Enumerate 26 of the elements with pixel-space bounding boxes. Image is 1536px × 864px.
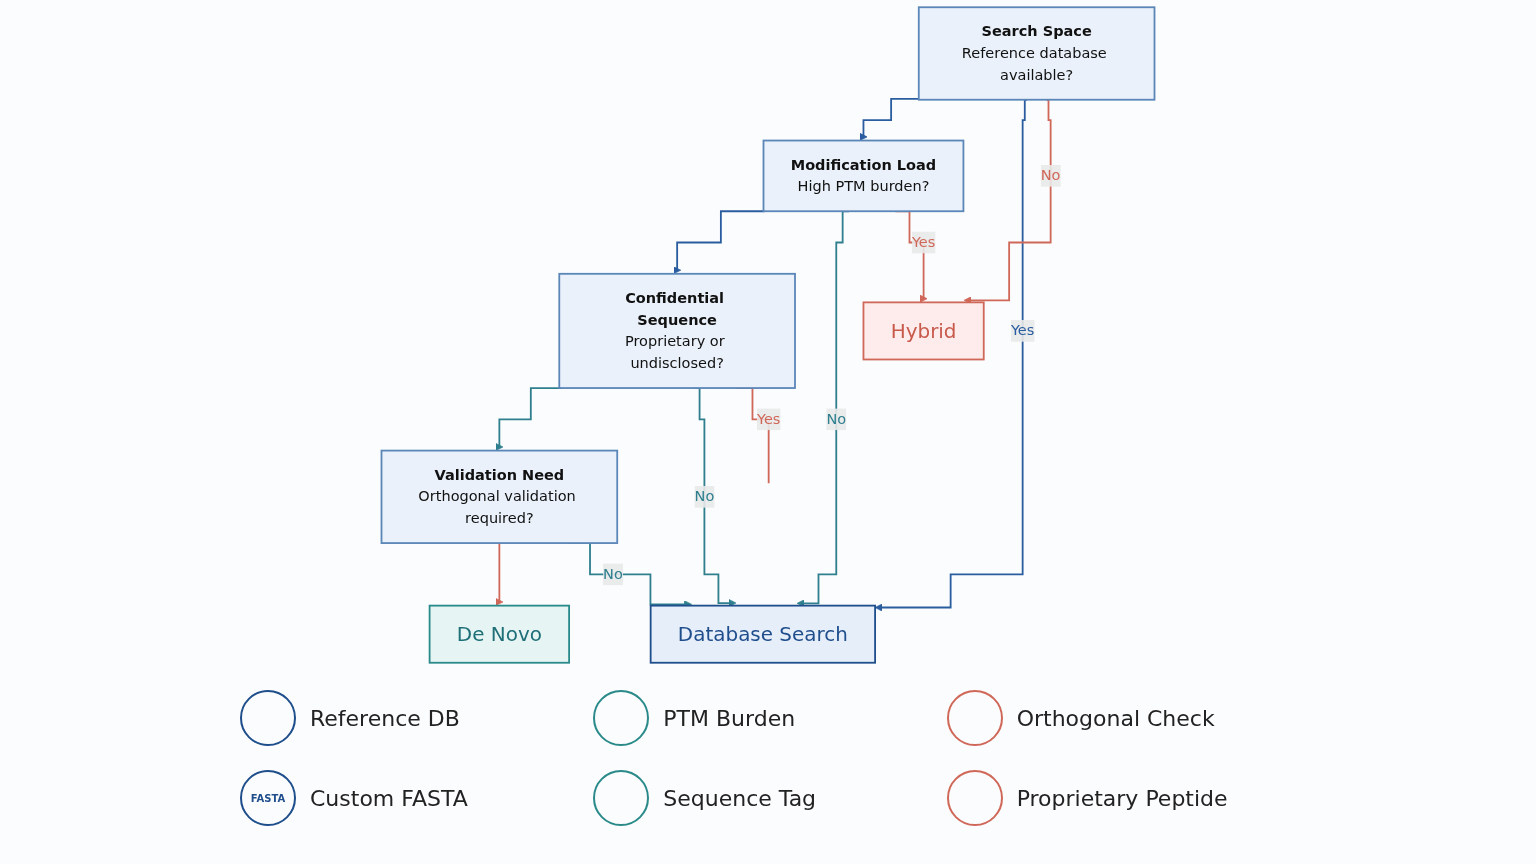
edge-label: No — [603, 565, 623, 583]
node-box: De Novo — [428, 604, 570, 664]
arrow — [673, 210, 766, 275]
node-box: Confidential Sequence Proprietary or undisclosed? — [558, 272, 796, 389]
icon-label: FASTA — [250, 792, 286, 804]
node-box: Validation Need Orthogonal validation required? — [380, 449, 619, 544]
node-box: Database Search — [649, 604, 876, 664]
edge-label: No — [694, 487, 715, 505]
node-box: Modification Load High PTM burden? — [762, 139, 965, 213]
item-label: Orthogonal Check — [1016, 705, 1215, 731]
edge-label: Yes — [756, 410, 781, 428]
item-label: Reference DB — [310, 705, 460, 731]
edge-label: No — [826, 410, 847, 428]
arrow — [495, 542, 504, 606]
edge-label: Yes — [911, 233, 936, 251]
node-box: Search Space Reference database available? — [917, 6, 1156, 101]
item-label: Proprietary Peptide — [1016, 785, 1228, 811]
arrow — [859, 97, 920, 141]
item-label: PTM Burden — [663, 705, 796, 731]
edge-label: No — [1040, 166, 1061, 185]
arrow — [693, 387, 737, 607]
edge-label: Yes — [1010, 321, 1035, 340]
item-label: Custom FASTA — [310, 785, 468, 811]
arrow — [874, 98, 1028, 612]
node-box: Hybrid — [862, 301, 985, 361]
item-label: Sequence Tag — [663, 785, 817, 811]
